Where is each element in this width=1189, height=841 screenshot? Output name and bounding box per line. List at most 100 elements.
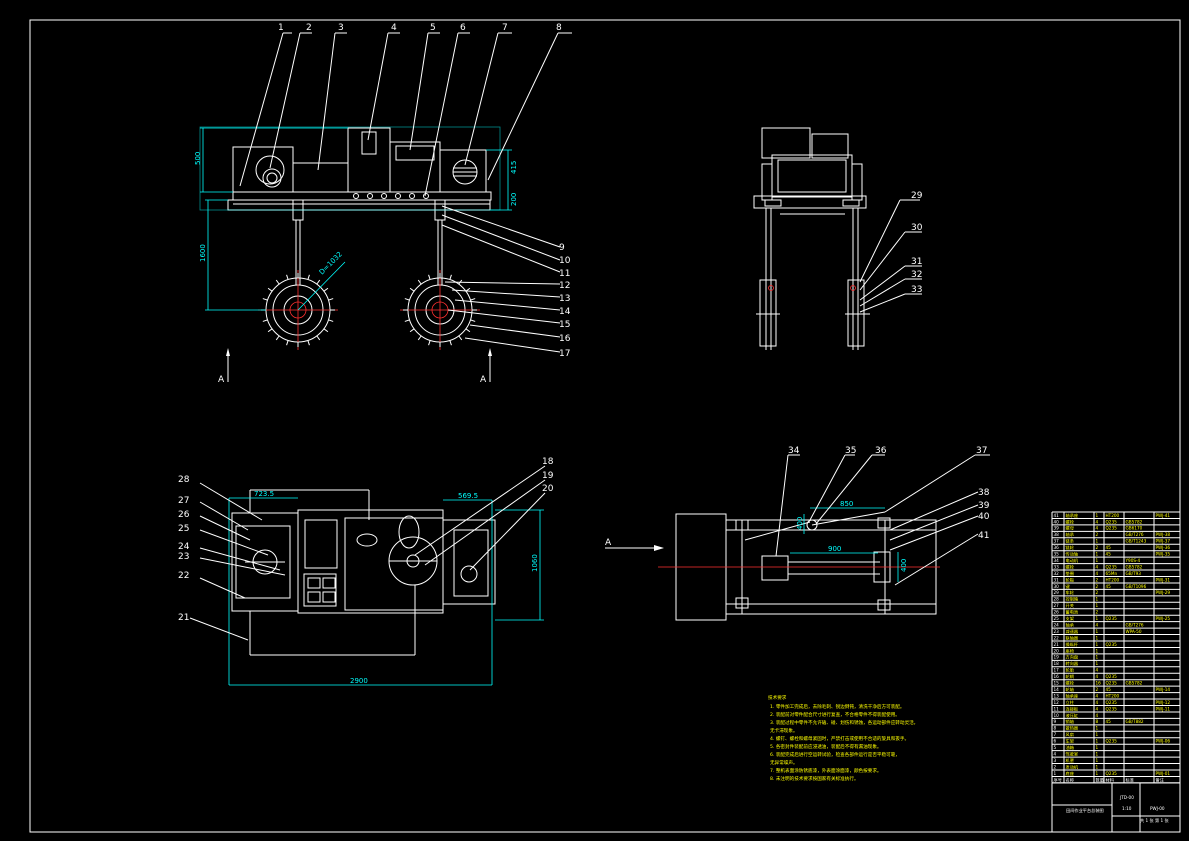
bom-cell: 散热器 (1066, 725, 1079, 732)
bom-cell: 2 (1096, 532, 1099, 537)
bom-cell: 方向盘 (1066, 654, 1079, 661)
bom-cell: 8 (1054, 726, 1057, 731)
bom-cell: 联轴器 (1066, 634, 1079, 641)
bom-cell: 1 (1096, 655, 1099, 660)
bom-cell: Q235 (1106, 739, 1118, 744)
bom-cell: 45 (1106, 552, 1112, 557)
bom-cell: 座椅 (1066, 647, 1074, 654)
bom-cell: GB6170 (1126, 526, 1143, 531)
bom-cell: PWJ-29 (1156, 590, 1171, 595)
dim-sec-c: 400 (796, 517, 804, 530)
bom-cell: 5 (1054, 745, 1057, 750)
bom-cell: 1 (1096, 771, 1099, 776)
callout-9: 9 (559, 243, 565, 253)
callout-22: 22 (178, 571, 189, 581)
bom-cell: 1 (1096, 513, 1099, 518)
notes-line-10: 8. 未注明的技术要求按国家有关标准执行。 (770, 775, 859, 782)
bom-cell: 1 (1096, 558, 1099, 563)
bom-cell: 液压缸 (1066, 712, 1079, 719)
bom-cell: 1 (1096, 726, 1099, 731)
bom-cell: 37 (1054, 539, 1060, 544)
dim-top-right: 569.5 (458, 492, 478, 500)
dim-sec-b: 900 (828, 545, 841, 553)
top-view (189, 465, 546, 686)
section-view (605, 454, 990, 621)
bom-cell: 4 (1096, 564, 1099, 569)
bom-cell: 电动机 (1066, 557, 1079, 564)
dim-top-total: 2900 (350, 677, 368, 685)
bom-cell: 13 (1054, 693, 1060, 698)
callout-16: 16 (559, 334, 571, 344)
bom-cell: 2 (1096, 687, 1099, 692)
bom-cell: 14 (1054, 687, 1060, 692)
bom-cell: Q235 (1106, 642, 1118, 647)
dim-top-depth: 1060 (531, 554, 539, 572)
notes-line-2: 2. 装配前对零件配合尺寸进行复查，不合格零件不得装配使用。 (770, 711, 900, 718)
bom-cell: Y90S-4 (1125, 558, 1141, 563)
bom-cell: 4 (1096, 622, 1099, 627)
bom-cell: GB5782 (1126, 564, 1143, 569)
bom-cell: 4 (1096, 674, 1099, 679)
notes-line-6: 5. 各密封件装配前应浸透油，装配后不得有漏油现象。 (770, 743, 882, 750)
bom-header: 材料 (1106, 776, 1115, 783)
title-material: JTD-00 (1119, 795, 1134, 800)
callout-2: 2 (306, 23, 312, 33)
bom-header: 数量 (1096, 776, 1104, 783)
bom-cell: 35 (1054, 552, 1060, 557)
bom-cell: Q235 (1106, 706, 1118, 711)
bom-cell: PWJ-37 (1156, 539, 1171, 544)
bom-cell: PWJ-41 (1156, 513, 1171, 518)
bom-header: 名称 (1066, 776, 1074, 783)
bom-cell: PWJ-11 (1156, 706, 1171, 711)
notes-line-4: 无卡滞现象。 (770, 727, 798, 734)
bom-cell: GB5782 (1126, 681, 1143, 686)
bom-cell: 16 (1096, 681, 1102, 686)
bom-cell: 25 (1054, 616, 1060, 621)
bom-cell: GB/T1096 (1126, 584, 1147, 589)
bom-header: 备注 (1156, 776, 1165, 783)
callout-32: 32 (911, 270, 922, 280)
section-mark-right: A (480, 375, 487, 385)
bom-cell: 支架 (1066, 615, 1074, 622)
bom-cell: 底座 (1066, 770, 1074, 777)
bom-cell: 1 (1096, 629, 1099, 634)
bom-cell: 8 (1096, 719, 1099, 724)
notes-line-5: 4. 螺钉、螺栓和螺母紧固时，严禁打击或使用不合适的旋具和扳手。 (770, 735, 909, 742)
bom-cell: 键 (1066, 583, 1071, 590)
callout-8: 8 (556, 23, 562, 33)
bom-cell: 轮毂 (1066, 576, 1075, 583)
bom-cell: PWJ-14 (1156, 687, 1171, 692)
bom-cell: 螺栓 (1066, 563, 1075, 570)
callout-39: 39 (978, 501, 990, 511)
callout-13: 13 (559, 294, 570, 304)
bom-cell: 2 (1054, 764, 1057, 769)
bom-cell: 32 (1054, 571, 1060, 576)
bom-cell: Q235 (1106, 681, 1118, 686)
dim-front-right-a: 415 (510, 161, 518, 174)
bom-cell: 2 (1096, 590, 1099, 595)
callout-31: 31 (911, 257, 922, 267)
bom-cell: 24 (1054, 622, 1060, 627)
bom-cell: 9 (1054, 719, 1057, 724)
bom-cell: 2 (1096, 584, 1099, 589)
bom-cell: GB/T1243 (1126, 539, 1147, 544)
bom-cell: 链轮 (1066, 544, 1075, 551)
callout-28: 28 (178, 475, 190, 485)
bom-cell: Q235 (1106, 771, 1118, 776)
callout-26: 26 (178, 510, 190, 520)
bom-cell: 销轴 (1066, 718, 1074, 725)
callout-21: 21 (178, 613, 189, 623)
bom-cell: PWJ-38 (1156, 532, 1171, 537)
bom-cell: 12 (1054, 700, 1060, 705)
callout-4: 4 (391, 23, 397, 33)
callout-40: 40 (978, 512, 990, 522)
bom-cell: Q235 (1106, 700, 1118, 705)
bom-cell: 开关 (1066, 602, 1074, 609)
bom-cell: Q235 (1106, 674, 1118, 679)
callout-18: 18 (542, 457, 554, 467)
bom-cell: 1 (1096, 758, 1099, 763)
bom-cell: 4 (1096, 706, 1099, 711)
bom-cell: 45 (1106, 719, 1112, 724)
bom-cell: 33 (1054, 564, 1060, 569)
bom-cell: HT200 (1106, 513, 1120, 518)
